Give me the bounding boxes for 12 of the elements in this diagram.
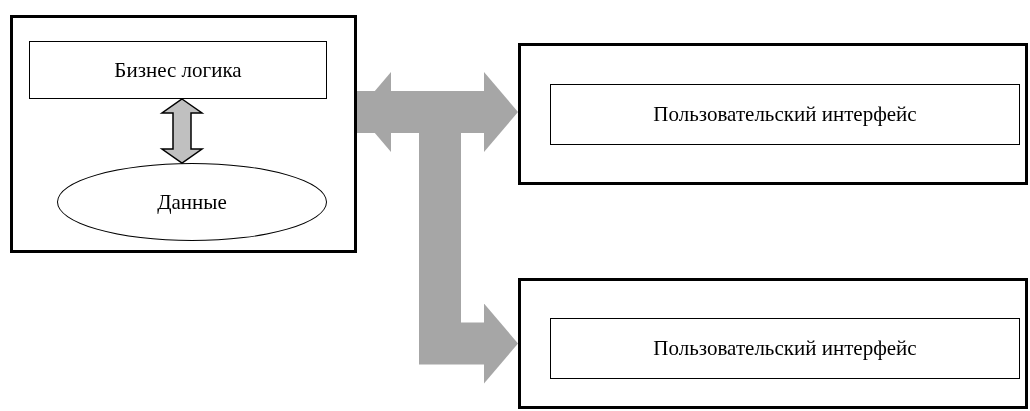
- container-box: [518, 43, 1028, 185]
- process-box: [550, 84, 1020, 145]
- double-arrow: [159, 98, 205, 164]
- block-arrow: [357, 91, 518, 384]
- node-label: Пользовательский интерфейс: [653, 101, 917, 128]
- container-box: [10, 15, 357, 253]
- process-box: [29, 41, 327, 99]
- node-label: Бизнес логика: [114, 56, 242, 84]
- node-label: Данные: [157, 188, 227, 216]
- container-box: [518, 278, 1028, 409]
- node-label: Пользовательский интерфейс: [653, 335, 917, 362]
- process-box: [550, 318, 1020, 379]
